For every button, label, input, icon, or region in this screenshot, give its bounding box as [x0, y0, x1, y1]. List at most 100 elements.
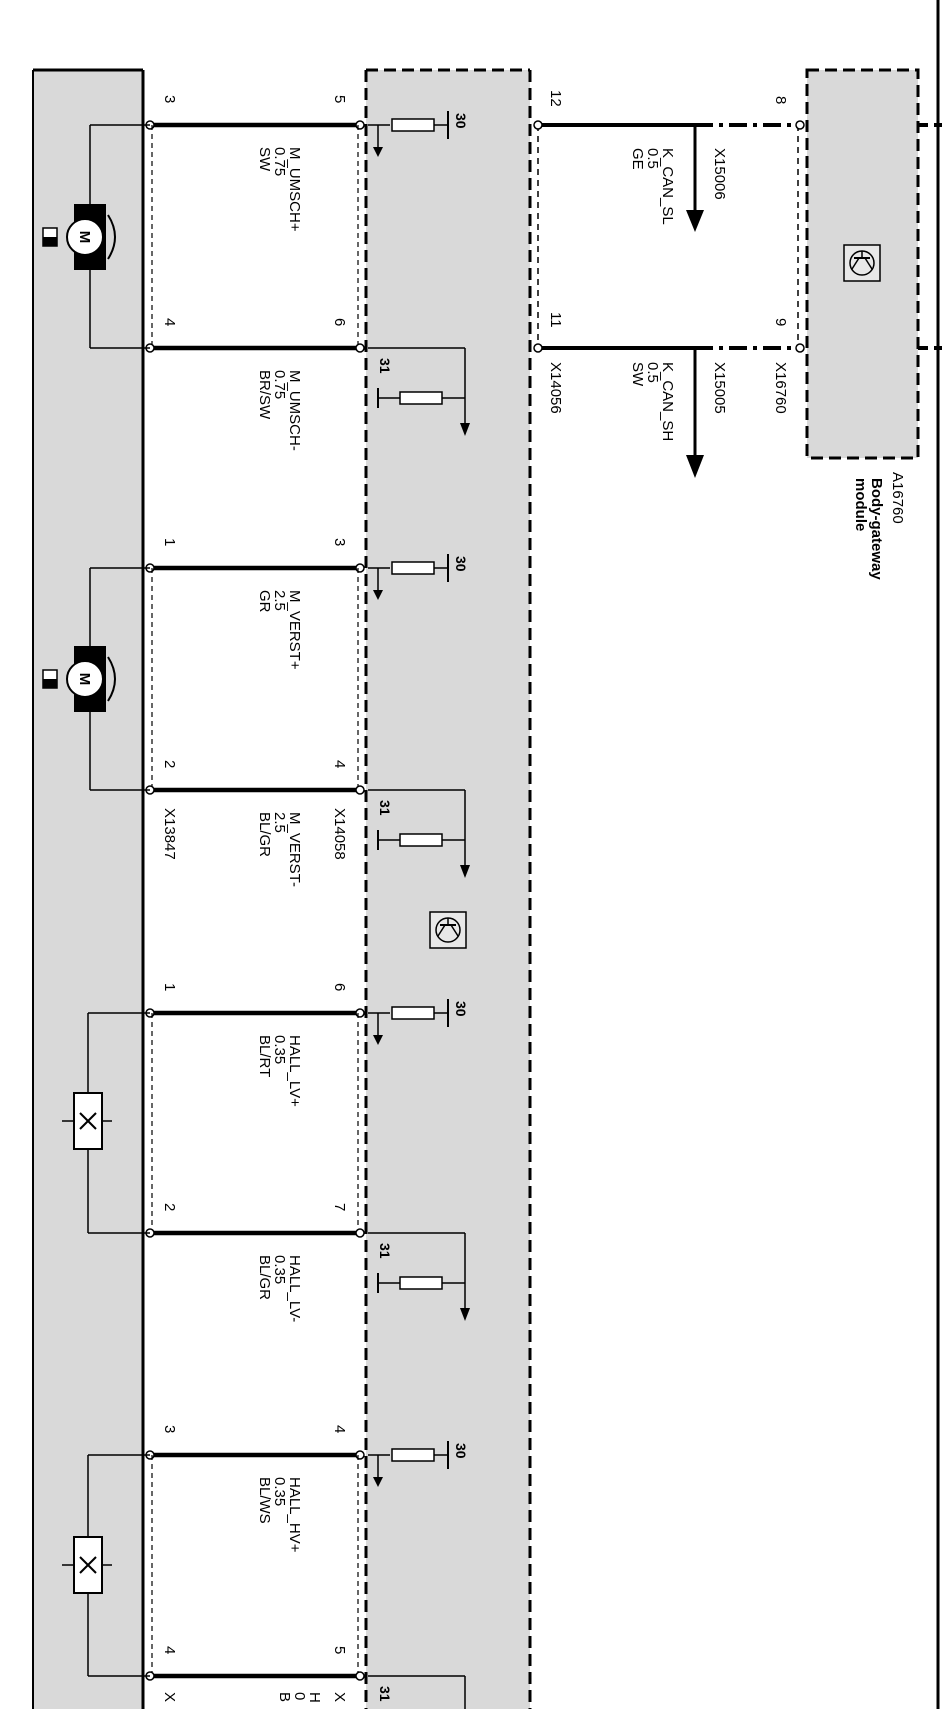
can-bus-lines: [537, 123, 942, 350]
cut-text-color: B: [276, 1692, 293, 1702]
svg-text:31: 31: [377, 1686, 393, 1702]
pin-left-label: 2: [161, 760, 178, 768]
gateway-connector: X16760: [772, 362, 789, 414]
wire-color-label: BR/SW: [256, 370, 273, 420]
wire-signal-label: M_VERST-: [286, 812, 303, 887]
motor-verst: M: [42, 567, 150, 791]
can-sl-signal: K_CAN_SL: [659, 148, 676, 225]
pin-right-label: 3: [331, 538, 348, 546]
pin-ring: [355, 1008, 365, 1018]
can-sh-pin: 11: [547, 312, 564, 328]
terminal-30-stub: 30: [368, 111, 469, 157]
cut-text-gauge: 0: [291, 1692, 308, 1700]
motor-umsch: M: [42, 124, 150, 349]
pin-ring: [355, 1228, 365, 1238]
pin-right-label: 4: [331, 1425, 348, 1433]
pin-right-label: 7: [331, 1203, 348, 1211]
module-transistor-icon: [429, 911, 467, 949]
terminal-30-stub: 30: [368, 999, 469, 1045]
wire-gauge-label: 0.75: [271, 147, 288, 176]
terminal-31-stub: 31: [368, 789, 470, 878]
svg-text:30: 30: [453, 1001, 469, 1017]
can-sh-gauge: 0.5: [644, 362, 661, 383]
gateway-name-line2: module: [852, 478, 869, 531]
svg-text:30: 30: [453, 1443, 469, 1459]
wire-color-label: BL/GR: [256, 1255, 273, 1300]
wire-color-label: SW: [256, 147, 273, 172]
pin-left-label: 3: [161, 1425, 178, 1433]
pin-right-label: 4: [331, 760, 348, 768]
pin-right-label: 5: [331, 1646, 348, 1654]
wire-gauge-label: 2.5: [271, 590, 288, 611]
can-sl-color: GE: [629, 148, 646, 170]
svg-text:31: 31: [377, 1243, 393, 1259]
cut-text-right: X: [331, 1692, 348, 1702]
can-sl-splice: X15006: [711, 148, 728, 200]
wire-signal-label: M_UMSCH+: [286, 147, 303, 232]
svg-text:30: 30: [453, 556, 469, 572]
pin-ring: [355, 1450, 365, 1460]
pin-right-label: 5: [331, 95, 348, 103]
can-sh-signal: K_CAN_SH: [659, 362, 676, 441]
pin-ring: [355, 1671, 365, 1681]
wire-color-label: BL/RT: [256, 1035, 273, 1077]
wire-row: 1 3M_VERST+2.5GR 30: [145, 538, 469, 790]
pin-ring: [355, 563, 365, 573]
pin-ring: [355, 785, 365, 795]
wire-gauge-label: 0.35: [271, 1477, 288, 1506]
hall-sensor-lv: [62, 1012, 150, 1234]
hall-sensor-hv: [62, 1454, 150, 1677]
wire-signal-label: HALL_LV+: [286, 1035, 303, 1107]
terminal-31-stub: 31: [368, 1675, 466, 1709]
cut-text-left: X: [161, 1692, 178, 1702]
pin-left-label: 3: [161, 95, 178, 103]
pin-left-label: 2: [161, 1203, 178, 1211]
wire-color-label: GR: [256, 590, 273, 613]
gateway-pin-top: 8: [772, 96, 789, 104]
terminal-30-stub: 30: [368, 554, 469, 600]
pin-right-label: 6: [331, 983, 348, 991]
can-sh-connector: X14056: [547, 362, 564, 414]
wire-signal-label: HALL_LV-: [286, 1255, 303, 1322]
wire-gauge-label: 2.5: [271, 812, 288, 833]
cut-text-signal: H: [306, 1692, 323, 1703]
wire-gauge-label: 0.75: [271, 370, 288, 399]
transistor-icon: [843, 244, 881, 282]
svg-text:M: M: [76, 673, 93, 686]
can-splice-arrows: [686, 125, 704, 478]
terminal-30-stub: 30: [368, 1441, 469, 1487]
pin-left-label: 1: [161, 983, 178, 991]
can-sl-gauge: 0.5: [644, 148, 661, 169]
can-labels: 12 X15006 K_CAN_SL 0.5 GE 11 X15005 K_CA…: [547, 90, 728, 441]
control-module-block: [364, 68, 532, 1709]
terminal-31-stub: 31: [368, 1232, 470, 1321]
left-component-block: [32, 68, 145, 1709]
wire-signal-label: HALL_HV+: [286, 1477, 303, 1553]
pin-left-label: 4: [161, 1646, 178, 1654]
left-block-connector: X13847: [161, 808, 178, 860]
pin-ring: [355, 343, 365, 353]
can-sh-color: SW: [629, 362, 646, 387]
gateway-pin-rings: [533, 120, 805, 353]
svg-text:31: 31: [377, 358, 393, 374]
terminal-31-stub: 31: [368, 347, 470, 436]
wire-signal-label: M_VERST+: [286, 590, 303, 670]
block-connector-labels: X13847 X14058: [161, 808, 348, 860]
svg-text:30: 30: [453, 113, 469, 129]
wire-color-label: BL/WS: [256, 1477, 273, 1524]
pin-left-label: 1: [161, 538, 178, 546]
wire-row: 4 5 31: [145, 1646, 466, 1709]
wire-gauge-label: 0.35: [271, 1035, 288, 1064]
gateway-labels: A16760 Body-gateway module X16760 8 9: [772, 96, 906, 580]
pin-left-label: 4: [161, 318, 178, 326]
wire-gauge-label: 0.35: [271, 1255, 288, 1284]
can-sh-splice: X15005: [711, 362, 728, 414]
svg-text:M: M: [76, 231, 93, 244]
wire-color-label: BL/GR: [256, 812, 273, 857]
